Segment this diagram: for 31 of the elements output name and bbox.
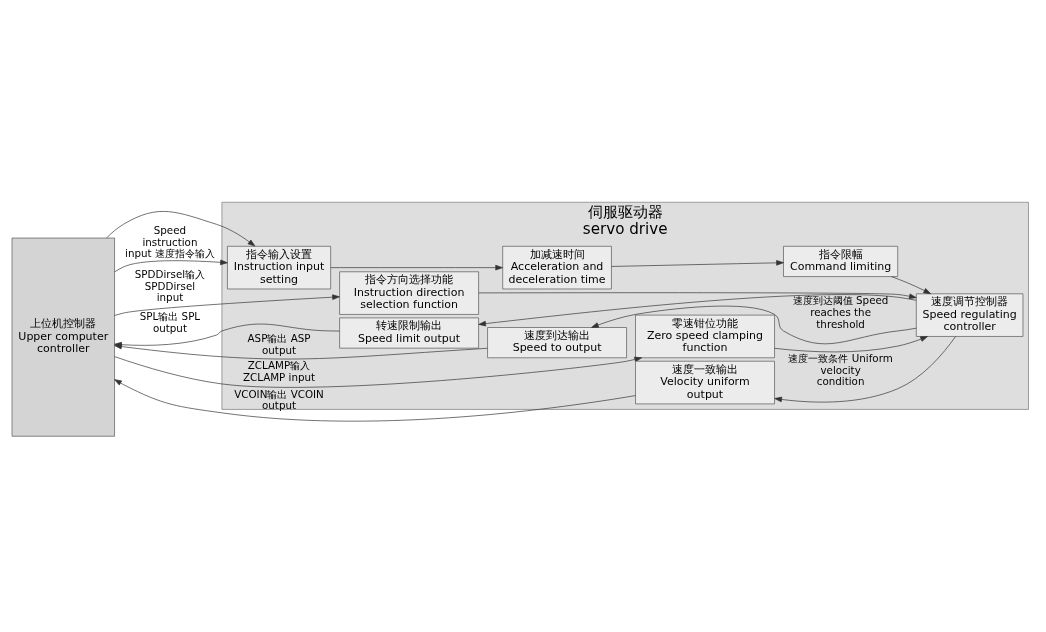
node-box: 转速限制输出 Speed limit output — [339, 317, 479, 348]
arrow — [774, 335, 956, 402]
arrow — [114, 259, 228, 272]
arrow — [114, 355, 642, 388]
arrow — [774, 335, 928, 352]
edge-label: ASP输出 ASP output — [247, 331, 311, 356]
arrow — [478, 293, 917, 326]
edge-label: SPDDirsel输入 SPDDirsel input — [134, 267, 206, 303]
node-box: 速度调节控制器 Speed regulating controller — [915, 292, 1024, 337]
edge-label: SPL输出 SPL output — [139, 309, 201, 334]
arrow — [591, 305, 917, 344]
node-box: 零速钳位功能 Zero speed clamping function — [635, 314, 775, 358]
arrow — [330, 264, 503, 270]
arrow — [478, 291, 917, 299]
node-box: 速度到达输出 Speed to output — [487, 326, 627, 358]
edge-label: ZCLAMP输入 ZCLAMP input — [242, 358, 316, 382]
arrow — [114, 378, 636, 421]
edge-label: 速度一致条件 Uniform velocity condition — [788, 351, 893, 387]
node-box: 速度一致输出 Velocity uniform output — [635, 360, 775, 404]
node-box: 加减速时间 Acceleration and deceleration time — [502, 245, 612, 289]
edge-label: 速度到达阈值 Speed reaches the threshold — [792, 293, 889, 330]
edge-label: VCOIN输出 VCOIN output — [234, 387, 324, 411]
node-box: 指令方向选择功能 Instruction direction selection function — [339, 270, 479, 315]
node-box: 指令输入设置 Instruction input setting — [227, 245, 331, 289]
edge-label: Speed instruction input 速度指令输入 — [125, 223, 215, 259]
arrow — [611, 259, 784, 267]
arrow — [106, 210, 256, 246]
node-box: 指令限幅 Command limiting — [783, 245, 899, 277]
node-box: 上位机控制器 Upper computer controller — [11, 237, 115, 437]
arrow — [114, 293, 340, 316]
arrow — [891, 275, 931, 294]
